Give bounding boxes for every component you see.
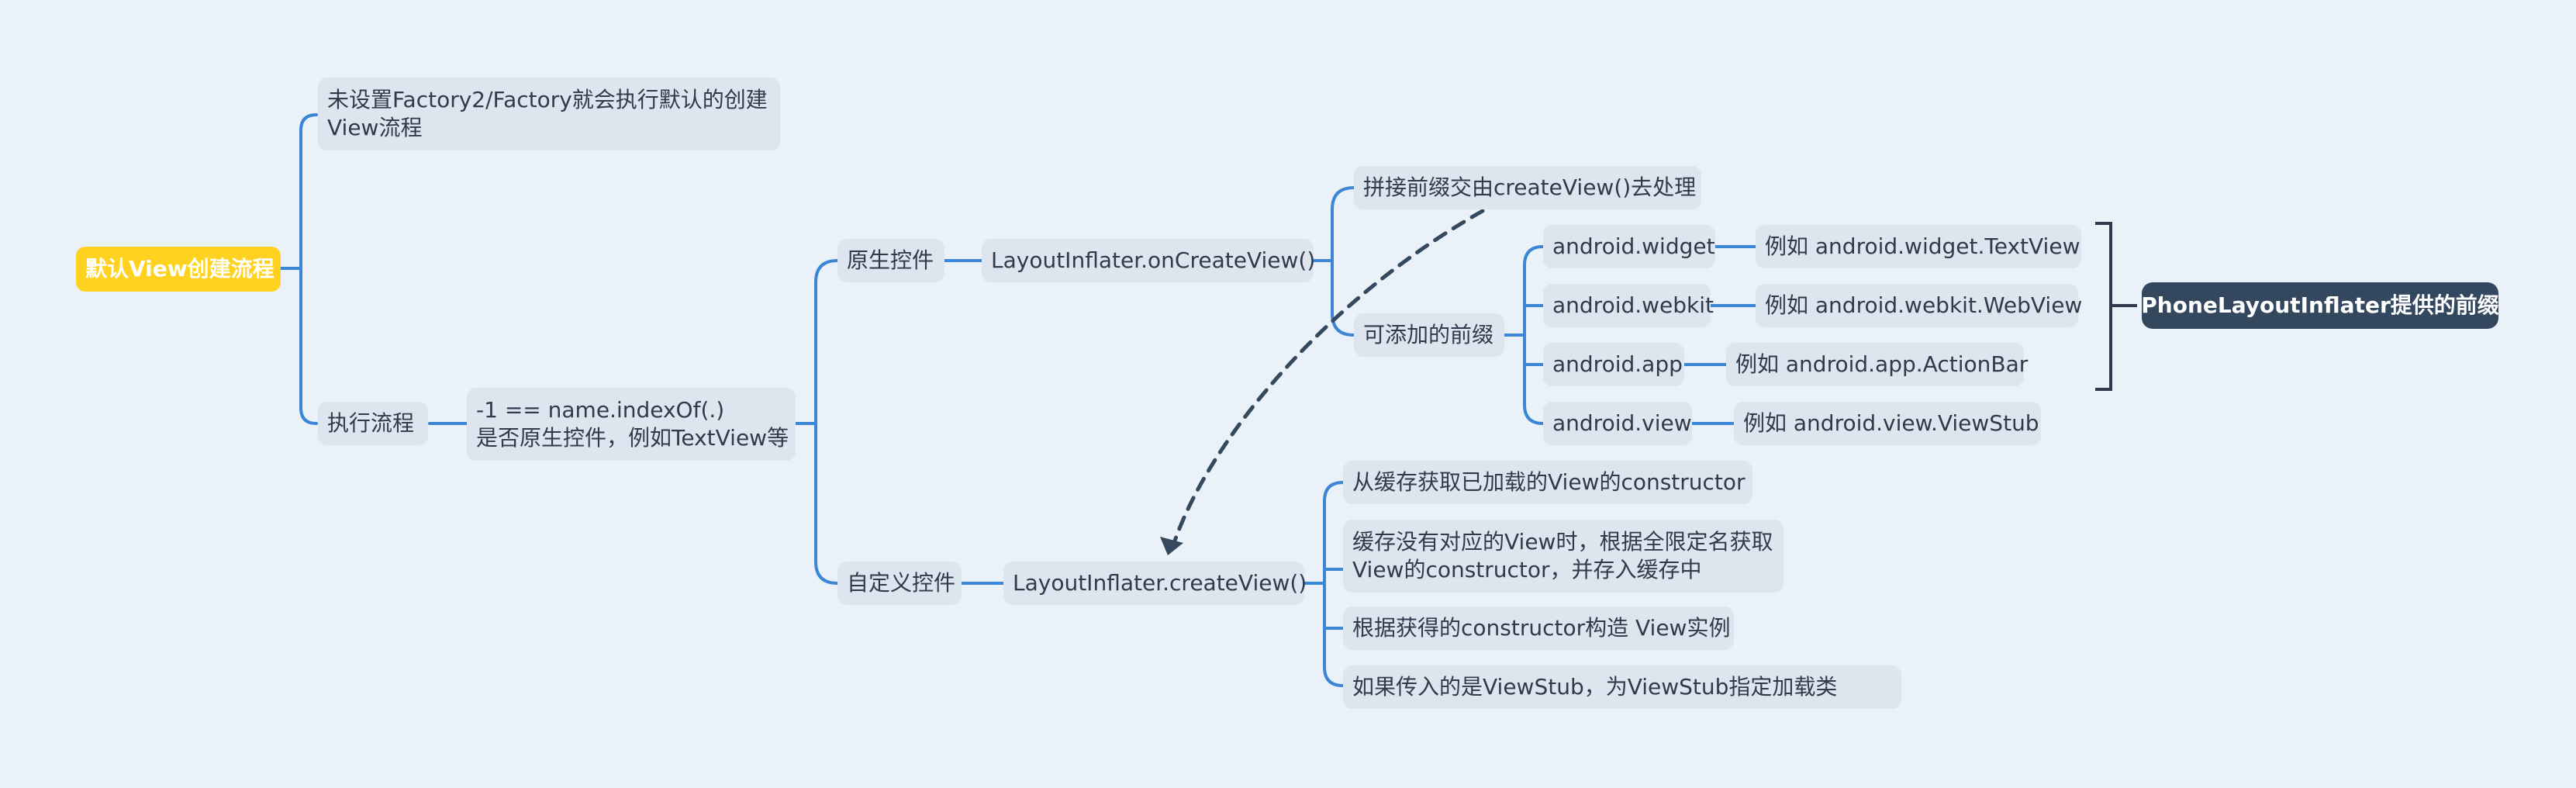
create-step-1[interactable]: 从缓存获取已加载的View的constructor	[1343, 461, 1752, 504]
phone-layout-inflater-callout[interactable]: PhoneLayoutInflater提供的前缀	[2141, 282, 2499, 329]
branch-no-factory[interactable]: 未设置Factory2/Factory就会执行默认的创建 View流程	[318, 78, 780, 150]
create-step-2[interactable]: 缓存没有对应的View时，根据全限定名获取 View的constructor，并…	[1343, 520, 1784, 593]
example-actionbar[interactable]: 例如 android.app.ActionBar	[1726, 343, 2028, 386]
example-webview[interactable]: 例如 android.webkit.WebView	[1756, 284, 2082, 327]
create-view-node[interactable]: LayoutInflater.createView()	[1003, 562, 1307, 605]
prefix-addable-node[interactable]: 可添加的前缀	[1354, 313, 1504, 357]
branch-exec-flow[interactable]: 执行流程	[318, 402, 428, 445]
prefix-android-view[interactable]: android.view	[1543, 402, 1692, 445]
example-textview[interactable]: 例如 android.widget.TextView	[1756, 225, 2081, 268]
native-control-node[interactable]: 原生控件	[837, 239, 944, 282]
on-create-view-node[interactable]: LayoutInflater.onCreateView()	[982, 239, 1315, 282]
check-native-node[interactable]: -1 == name.indexOf(.) 是否原生控件，例如TextView等	[467, 388, 796, 461]
create-step-4[interactable]: 如果传入的是ViewStub，为ViewStub指定加载类	[1343, 665, 1901, 709]
root-node[interactable]: 默认View创建流程	[76, 247, 281, 292]
prefix-android-widget[interactable]: android.widget	[1543, 225, 1715, 268]
example-viewstub[interactable]: 例如 android.view.ViewStub	[1734, 402, 2041, 445]
prefix-concat-node[interactable]: 拼接前缀交由createView()去处理	[1354, 166, 1701, 209]
custom-control-node[interactable]: 自定义控件	[837, 562, 962, 605]
prefix-android-app[interactable]: android.app	[1543, 343, 1684, 386]
prefix-android-webkit[interactable]: android.webkit	[1543, 284, 1714, 327]
create-step-3[interactable]: 根据获得的constructor构造 View实例	[1343, 607, 1734, 650]
